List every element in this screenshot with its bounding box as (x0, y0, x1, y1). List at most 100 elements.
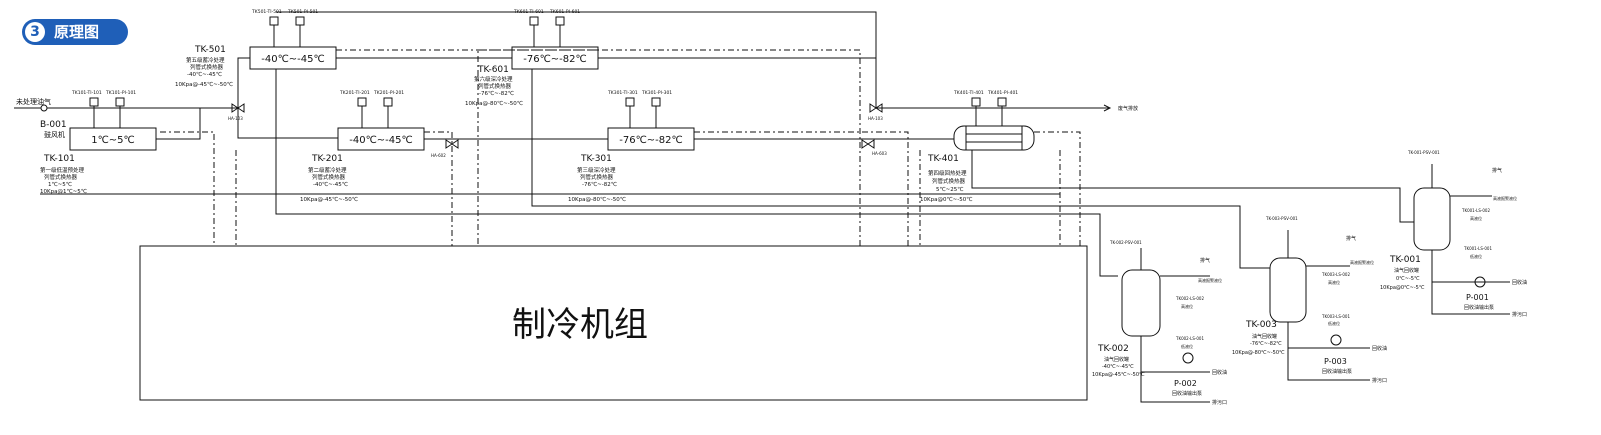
tank-level: TK002-LS-002 (1175, 296, 1204, 301)
pump-tag: P-002 (1174, 379, 1197, 388)
pipe (156, 57, 250, 140)
tank-desc: 油气回收罐 (1104, 356, 1129, 363)
exchanger-tk201: -40℃~-45℃ TK-201 第二级蓄冷处理 列管式换热器 -40℃~-45… (300, 90, 425, 203)
instrument-tag: TK201-TI-201 (339, 90, 370, 96)
tank-tag: TK-003 (1245, 320, 1277, 330)
pipe (276, 11, 877, 58)
tank-level: TK003-LS-001 (1321, 314, 1350, 319)
instrument-gauge (529, 16, 539, 26)
pipe (1140, 372, 1210, 403)
section-number: 3 (25, 22, 45, 42)
exchanger-tag: TK-501 (194, 45, 226, 55)
instrument-tag: TK501-TI-501 (251, 9, 282, 15)
exchanger-desc: 第一级低温预处理 (40, 166, 85, 174)
blower-symbol (40, 104, 48, 112)
exchanger-desc: 1℃~5℃ (48, 181, 72, 188)
exchanger-temp: -76℃~-82℃ (619, 135, 683, 146)
exchanger-desc: 列管式换热器 (932, 177, 966, 185)
instrument-gauge (625, 97, 635, 107)
valve: HA-103 (868, 103, 883, 121)
instrument-gauge (295, 16, 305, 26)
tank-tk003: TK-003-PSV-001 排气 高液报警液位 TK003-LS-002 高液… (1232, 216, 1374, 356)
pipe (1431, 282, 1510, 315)
instrument-tag: TK101-PI-101 (105, 90, 136, 96)
exchanger-desc: 10Kpa@-45℃~-50℃ (300, 196, 358, 203)
pipe (598, 57, 1110, 109)
refrigerant-line (1034, 131, 1081, 246)
tank-desc: 0℃~-5℃ (1396, 276, 1420, 282)
refrigerant-line (424, 131, 453, 246)
exchanger-tag: TK-401 (927, 154, 959, 164)
tank-vessel (1121, 269, 1161, 337)
valve: HA-103 (228, 103, 245, 121)
tank-level: 低液位 (1470, 253, 1482, 259)
pump-name: 回收油输出泵 (1172, 390, 1202, 397)
instrument-tag: TK101-TI-101 (71, 90, 102, 96)
tank-level: 低液位 (1328, 320, 1340, 326)
exchanger-desc: 第三级深冷处理 (577, 166, 616, 174)
valve-tag: HA-602 (431, 153, 446, 158)
exchanger-desc: -76℃~-82℃ (479, 90, 514, 97)
exchanger-desc: 列管式换热器 (478, 82, 512, 90)
exchanger-desc: 列管式换热器 (312, 173, 346, 181)
tank-psv: TK-002-PSV-001 (1109, 240, 1142, 245)
pipe (971, 150, 1414, 223)
tank-level: 高液报警液位 (1198, 277, 1222, 283)
tank-tk001: TK-001-PSV-001 排气 高液报警液位 TK001-LS-002 高液… (1380, 150, 1517, 291)
tank-desc: 油气回收罐 (1252, 333, 1277, 340)
exchanger-desc: 10Kpa@-80℃~-50℃ (465, 100, 523, 107)
instrument-gauge (115, 97, 125, 107)
tank-psv: TK-003-PSV-001 (1265, 216, 1298, 221)
instrument-gauge (971, 97, 981, 107)
exchanger-box (953, 125, 1035, 151)
section-title: 原理图 (54, 23, 100, 41)
exchanger-tag: TK-201 (311, 154, 343, 164)
pump-out: 回收油 (1212, 369, 1227, 376)
exchanger-desc: 列管式换热器 (190, 63, 224, 71)
pipe (1287, 348, 1370, 381)
exchanger-desc: 10Kpa@-45℃~-50℃ (175, 81, 233, 88)
pump-out: 回收油 (1512, 279, 1527, 286)
tank-vessel (1413, 187, 1451, 251)
instrument-tag: TK301-PI-301 (641, 90, 672, 96)
exchanger-desc: 第五级蓄冷处理 (186, 56, 225, 64)
instrument-tag: TK401-PI-401 (987, 90, 1018, 96)
tank-desc: 10Kpa@-45℃~-50℃ (1092, 372, 1145, 378)
section-badge: 3 原理图 (22, 19, 128, 45)
pump-tag: P-003 (1324, 357, 1347, 366)
pipe (237, 108, 338, 139)
vent-top-label: 废气排放 (1118, 105, 1138, 112)
pump-p001: P-001 回收油输出泵 回收油 排污口 (1431, 250, 1527, 318)
tank-tag: TK-001 (1389, 255, 1421, 265)
exchanger-temp: -40℃~-45℃ (261, 54, 325, 65)
tank-level: 低液位 (1181, 343, 1193, 349)
instrument-gauge (89, 97, 99, 107)
instrument-tag: TK401-TI-401 (953, 90, 984, 96)
pump-name: 回收油输出泵 (1464, 304, 1494, 311)
instrument-gauge (997, 97, 1007, 107)
instrument-tag: TK201-PI-201 (373, 90, 404, 96)
exchanger-tk401: TK-401 第四级回热处理 列管式换热器 5℃~25℃ 10Kpa@0℃~-5… (920, 90, 1035, 203)
exchanger-desc: 10Kpa@0℃~-50℃ (920, 196, 972, 203)
inlet-label: 未处理油气 (16, 97, 51, 106)
exchanger-tag: TK-601 (477, 65, 509, 75)
refrigeration-unit-label: 制冷机组 (512, 305, 648, 345)
instrument-gauge (357, 97, 367, 107)
pump-name: 回收油输出泵 (1322, 368, 1352, 375)
pipe (531, 69, 1270, 269)
valve: HA-602 (431, 139, 459, 158)
exchanger-tk501: -40℃~-45℃ TK-501 第五级蓄冷处理 列管式换热器 -40℃~-45… (175, 9, 337, 88)
pump-tag: P-001 (1466, 293, 1489, 302)
pump-out: 回收油 (1372, 345, 1387, 352)
pump-p003: P-003 回收油输出泵 回收油 排污口 (1287, 322, 1387, 384)
instrument-gauge (383, 97, 393, 107)
exchanger-tag: TK-101 (43, 154, 75, 164)
tank-vessel (1269, 257, 1307, 323)
instrument-gauge (651, 97, 661, 107)
tank-tag: TK-002 (1097, 344, 1129, 354)
pipe (1140, 336, 1210, 373)
valve-tag: HA-103 (868, 116, 883, 121)
tank-psv: TK-001-PSV-001 (1407, 150, 1440, 155)
tank-desc: -76℃~-82℃ (1250, 341, 1282, 347)
